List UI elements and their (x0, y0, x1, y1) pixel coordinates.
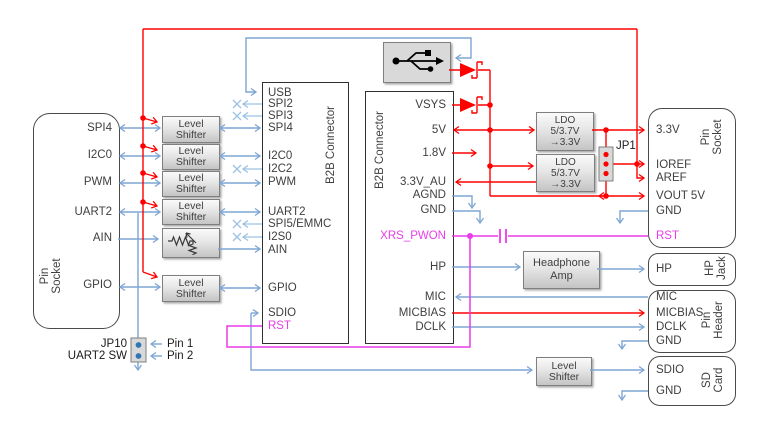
level-shifter-uart2: Level Shifter (162, 199, 220, 225)
jp10-pin1-label: Pin 1 (167, 338, 194, 350)
b2bl-i2s0: I2S0 (268, 231, 292, 243)
pin-header-title: Pin Header (701, 301, 725, 339)
ph-micbias: MICBIAS (656, 307, 704, 319)
jp10-jumper (130, 337, 147, 363)
sd-card-title: SD Card (701, 367, 725, 393)
level-shifter-i2c0: Level Shifter (162, 144, 220, 170)
capacitor-icon (499, 229, 507, 243)
diode-vsys (460, 96, 483, 114)
jp1-jumper (598, 146, 614, 182)
pin-ain: AIN (92, 232, 112, 244)
b2bl-spi5emmc: SPI5/EMMC (268, 218, 332, 230)
pin-header-box (648, 290, 736, 353)
ldo1-box: LDO 5/3.7V →3.3V (536, 112, 594, 151)
b2br-3v3au: 3.3V_AU (399, 176, 446, 188)
pin-gpio: GPIO (83, 279, 112, 291)
sd-sdio: SDIO (656, 364, 685, 376)
b2br-gnd: GND (420, 204, 446, 216)
b2br-1v8: 1.8V (422, 147, 446, 159)
sock-ioref: IOREF (656, 159, 692, 171)
level-shifter-spi4: Level Shifter (162, 116, 220, 143)
level-shifter-sdio: Level Shifter (536, 357, 592, 386)
jp10-sublabel: UART2 SW (67, 350, 127, 362)
right-pin-socket-title: Pin Socket (700, 119, 724, 155)
right-pin-socket-box (648, 108, 736, 248)
jp10-label: JP10 (100, 338, 127, 350)
b2bl-uart2: UART2 (268, 206, 306, 218)
b2br-dclk: DCLK (415, 321, 446, 333)
b2br-mic: MIC (424, 291, 446, 303)
ain-divider-box (162, 228, 220, 258)
b2b-connector-left-title: B2B Connector (325, 106, 337, 184)
b2bl-sdio: SDIO (268, 307, 297, 319)
ph-dclk: DCLK (656, 321, 687, 333)
pin-pwm: PWM (83, 176, 112, 188)
left-pin-socket-box (33, 113, 120, 329)
pin-i2c0: I2C0 (87, 149, 112, 161)
hpjack-hp: HP (656, 263, 672, 275)
hp-jack-box (648, 253, 736, 286)
b2bl-spi4: SPI4 (268, 122, 293, 134)
sd-card-box (648, 356, 736, 406)
ldo2-box: LDO 5/3.7V →3.3V (536, 154, 595, 192)
level-shifter-pwm: Level Shifter (162, 171, 220, 197)
hp-jack-title: HP Jack (704, 256, 728, 280)
b2bl-ain: AIN (268, 244, 288, 256)
b2bl-gpio: GPIO (268, 282, 297, 294)
b2bl-i2c2: I2C2 (268, 163, 293, 175)
sock-3v3: 3.3V (656, 124, 680, 136)
ph-mic: MIC (656, 291, 678, 303)
jp1-label: JP1 (616, 140, 636, 152)
jp10-pin2-label: Pin 2 (167, 350, 194, 362)
b2br-xrs-pwon: XRS_PWON (380, 230, 446, 242)
diode-usb (460, 61, 483, 79)
level-shifter-gpio: Level Shifter (162, 275, 220, 302)
b2br-vsys: VSYS (415, 99, 446, 111)
pin-spi4: SPI4 (87, 122, 112, 134)
b2bl-i2c0: I2C0 (268, 150, 293, 162)
left-pin-socket-title: Pin Socket (39, 258, 63, 294)
ph-gnd: GND (656, 335, 682, 347)
pin-uart2: UART2 (74, 206, 113, 218)
nc-stubs (232, 99, 262, 242)
b2bl-pwm: PWM (268, 176, 297, 188)
b2br-5v: 5V (431, 124, 446, 136)
b2br-micbias: MICBIAS (398, 307, 446, 319)
sd-gnd: GND (656, 385, 682, 397)
sock-rst: RST (656, 230, 679, 242)
b2br-agnd: AGND (412, 189, 446, 201)
sock-aref: AREF (656, 172, 687, 184)
b2br-hp: HP (430, 261, 446, 273)
headphone-amp-box: Headphone Amp (523, 251, 600, 289)
b2bl-spi3: SPI3 (268, 110, 293, 122)
sock-vout5v: VOUT 5V (656, 190, 705, 202)
b2bl-spi2: SPI2 (268, 98, 293, 110)
sock-gnd: GND (656, 205, 682, 217)
b2bl-rst: RST (268, 320, 291, 332)
usb-receptacle-box (383, 42, 451, 83)
